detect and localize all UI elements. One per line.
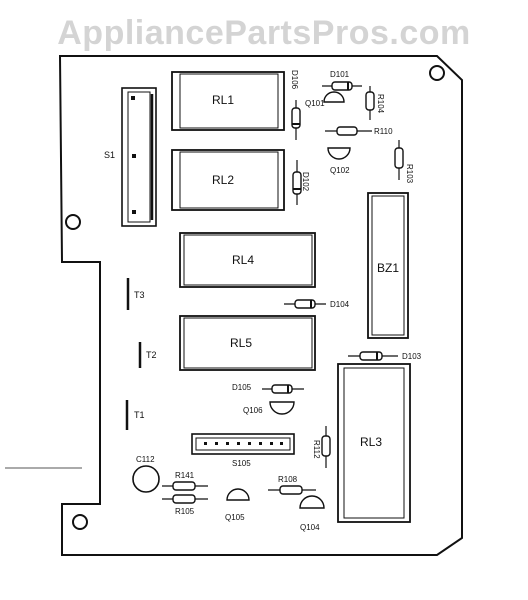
- diode-d103: D103: [348, 351, 422, 361]
- diode-d104-label: D104: [330, 300, 350, 309]
- resistor-r112: R112: [312, 426, 331, 468]
- transistor-q102: Q102: [327, 147, 351, 175]
- connector-s105: S105: [191, 433, 295, 468]
- resistor-r108: R108: [268, 475, 316, 495]
- diode-d106: D106: [290, 70, 301, 140]
- relay-rl4-label: RL4: [232, 253, 254, 267]
- switch-s1-label: S1: [104, 150, 115, 160]
- transistor-q105: Q105: [225, 488, 250, 522]
- buzzer-bz1-label: BZ1: [377, 261, 399, 275]
- board-outline: [58, 55, 463, 556]
- diode-d106-label: D106: [290, 70, 299, 90]
- terminal-t3: T3: [126, 278, 145, 310]
- terminal-t1: T1: [125, 400, 145, 430]
- diode-d103-label: D103: [402, 352, 422, 361]
- transistor-q101: Q101: [305, 91, 345, 108]
- relay-rl1: RL1: [171, 71, 285, 131]
- transistor-q101-label: Q101: [305, 99, 325, 108]
- diode-d105: D105: [232, 383, 304, 394]
- switch-s1: S1: [104, 87, 157, 227]
- relay-rl3: RL3: [337, 363, 411, 523]
- transistor-q106: Q106: [243, 401, 295, 415]
- resistor-r103-label: R103: [405, 164, 414, 184]
- relay-rl2: RL2: [171, 149, 285, 211]
- resistor-r141-label: R141: [175, 471, 195, 480]
- diode-d102-label: D102: [301, 172, 310, 192]
- terminal-t2-label: T2: [146, 350, 157, 360]
- relay-rl4: RL4: [179, 232, 316, 288]
- relay-rl2-label: RL2: [212, 173, 234, 187]
- watermark: AppliancePartsPros.com: [57, 14, 471, 52]
- transistor-q106-label: Q106: [243, 406, 263, 415]
- mounting-hole: [65, 214, 81, 230]
- capacitor-c112-label: C112: [136, 455, 155, 464]
- buzzer-bz1: BZ1: [367, 192, 409, 339]
- transistor-q104: Q104: [299, 495, 325, 532]
- resistor-r108-label: R108: [278, 475, 298, 484]
- mounting-hole: [72, 514, 88, 530]
- relay-rl3-label: RL3: [360, 435, 382, 449]
- relay-rl5: RL5: [179, 315, 316, 371]
- resistor-r104: R104: [365, 86, 385, 120]
- capacitor-c112: C112: [132, 455, 160, 493]
- connector-s105-label: S105: [232, 459, 251, 468]
- transistor-q104-label: Q104: [300, 523, 320, 532]
- resistor-r112-label: R112: [312, 440, 321, 459]
- diode-d101: D101: [322, 70, 362, 91]
- resistor-r105: R110: [325, 126, 393, 136]
- resistor-r104-label: R104: [376, 94, 385, 114]
- resistor-r141: R141: [162, 471, 208, 491]
- resistor-r110-label: R105: [175, 507, 195, 516]
- transistor-q105-label: Q105: [225, 513, 245, 522]
- relay-rl5-label: RL5: [230, 336, 252, 350]
- diode-d101-label: D101: [330, 70, 350, 79]
- terminal-t3-label: T3: [134, 290, 145, 300]
- diode-d104: D104: [284, 299, 350, 309]
- terminal-t2: T2: [138, 342, 157, 368]
- diode-d102: D102: [292, 160, 310, 205]
- mounting-hole: [429, 65, 445, 81]
- terminal-t1-label: T1: [134, 410, 145, 420]
- transistor-q102-label: Q102: [330, 166, 350, 175]
- relay-rl1-label: RL1: [212, 93, 234, 107]
- resistor-r103: R103: [394, 140, 414, 184]
- diode-d105-label: D105: [232, 383, 252, 392]
- resistor-r105-label: R110: [374, 127, 393, 136]
- resistor-r110: R105: [162, 494, 208, 516]
